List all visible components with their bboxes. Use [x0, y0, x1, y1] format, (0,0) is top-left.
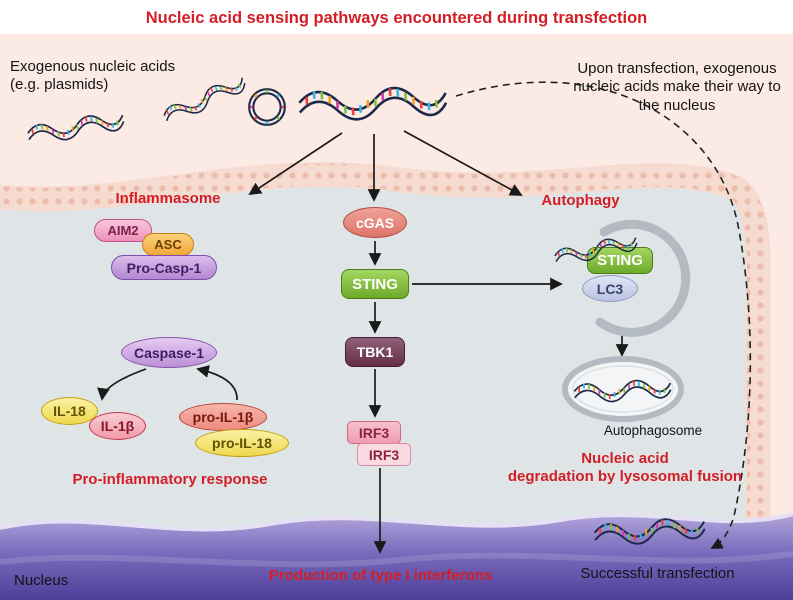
cgas-node: cGAS — [343, 207, 407, 238]
pro-casp-1-node: Pro-Casp-1 — [111, 255, 217, 280]
asc-node: ASC — [142, 233, 194, 256]
autophagy-heading: Autophagy — [541, 192, 620, 209]
successful-transfection-label: Successful transfection — [580, 565, 735, 582]
il-18-node: IL-18 — [41, 397, 98, 425]
sting-autophagy-node: STING — [587, 247, 653, 274]
dna-icon — [592, 513, 707, 549]
inflammasome-heading: Inflammasome — [115, 190, 221, 207]
autophagosome-label: Autophagosome — [603, 423, 703, 438]
nucleus-label: Nucleus — [14, 572, 69, 589]
autophagosome-vesicle — [562, 356, 684, 422]
sting-node: STING — [341, 269, 409, 299]
pro-il-1b-node: pro-IL-1β — [179, 403, 267, 431]
aim2-node: AIM2 — [94, 219, 152, 242]
dna-icon — [572, 376, 673, 406]
degradation-line2: degradation by lysosomal fusion — [507, 468, 743, 486]
il-1b-node: IL-1β — [89, 412, 146, 440]
diagram-title: Nucleic acid sensing pathways encountere… — [145, 9, 648, 27]
caspase-1-node: Caspase-1 — [121, 337, 217, 368]
lysosomal-degradation-label: Nucleic acid degradation by lysosomal fu… — [500, 450, 750, 487]
upon-transfection-note: Upon transfection, exogenous nucleic aci… — [573, 60, 781, 114]
irf3-bottom-node: IRF3 — [357, 443, 411, 466]
nucleus-area — [0, 512, 793, 600]
irf3-top-node: IRF3 — [347, 421, 401, 444]
degradation-line1: Nucleic acid — [581, 450, 669, 467]
plasmid-icon — [247, 87, 287, 127]
extracellular-area — [0, 34, 793, 600]
type-i-interferons-label: Production of type I interferons — [268, 567, 493, 584]
pro-inflammatory-response-label: Pro-inflammatory response — [72, 471, 268, 488]
exogenous-nucleic-acids-label: Exogenous nucleic acids (e.g. plasmids) — [10, 58, 176, 94]
dna-icon — [25, 108, 126, 147]
lc3-node: LC3 — [582, 275, 638, 302]
tbk1-node: TBK1 — [345, 337, 405, 367]
pro-il-18-node: pro-IL-18 — [195, 429, 289, 457]
dna-icon — [297, 82, 449, 124]
